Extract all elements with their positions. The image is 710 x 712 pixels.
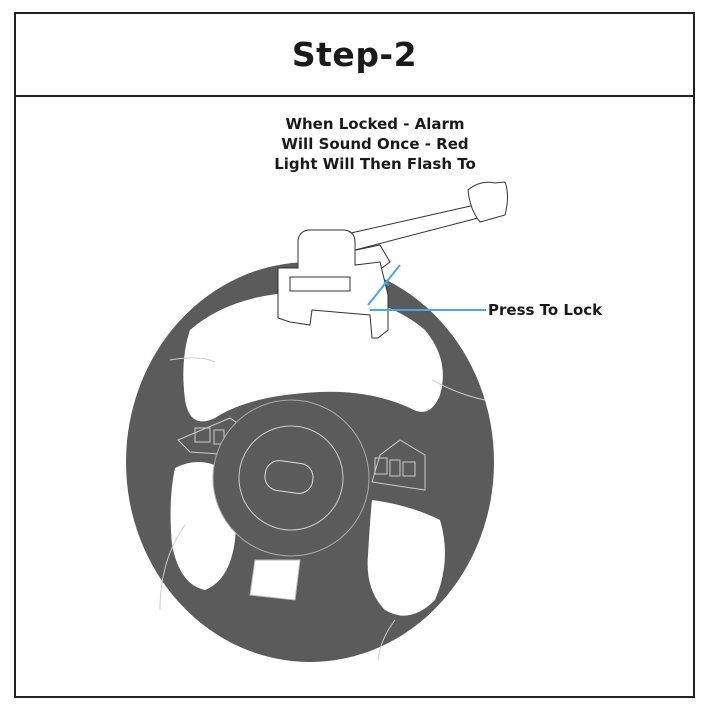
press-to-lock-arrow <box>367 264 486 311</box>
spoke-buttons-right <box>371 439 426 491</box>
steering-wheel-hub <box>212 399 370 557</box>
note-line: Will Sound Once - Red <box>281 135 469 153</box>
note-line: Light Will Then Flash To <box>274 155 476 173</box>
note-line: When Locked - Alarm <box>285 115 465 133</box>
press-to-lock-label: Press To Lock <box>488 301 603 319</box>
lock-device <box>277 181 508 339</box>
step-card: Step-2 <box>14 12 695 698</box>
step-title: Step-2 <box>291 35 418 74</box>
lock-alarm-note: When Locked - Alarm Will Sound Once - Re… <box>230 114 520 174</box>
step-header: Step-2 <box>16 14 693 97</box>
